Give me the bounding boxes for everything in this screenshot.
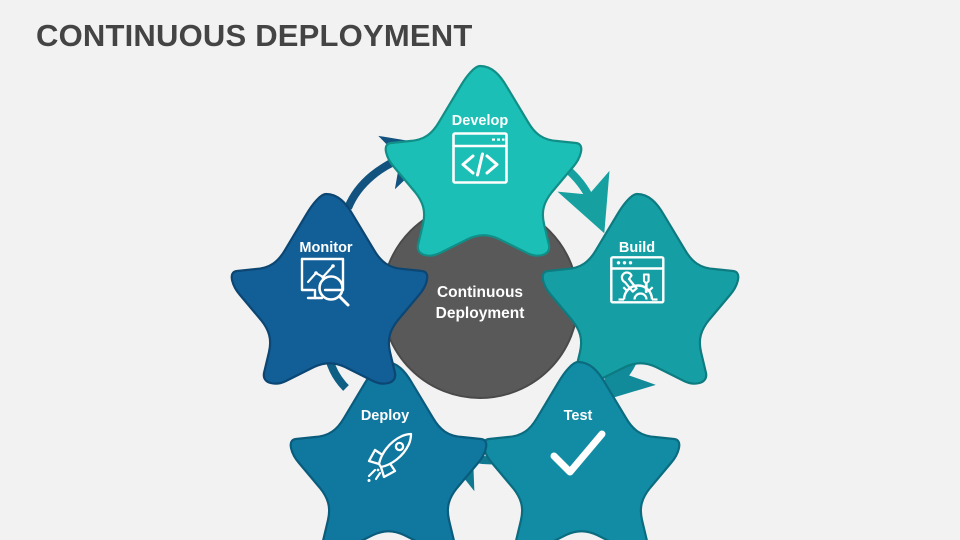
stage-deploy[interactable]: Deploy bbox=[289, 360, 488, 540]
code-window-icon bbox=[452, 132, 508, 184]
center-label-line2: Deployment bbox=[436, 305, 525, 322]
page-title: CONTINUOUS DEPLOYMENT bbox=[36, 18, 473, 53]
develop-label: Develop bbox=[452, 113, 509, 129]
build-label: Build bbox=[619, 240, 655, 256]
center-label-line1: Continuous bbox=[437, 284, 523, 301]
test-label: Test bbox=[564, 408, 593, 424]
monitor-label: Monitor bbox=[299, 240, 353, 256]
build-star-shape bbox=[541, 192, 740, 385]
checkmark-icon bbox=[550, 430, 606, 476]
stage-monitor[interactable]: Monitor bbox=[230, 192, 429, 385]
stage-build[interactable]: Build bbox=[541, 192, 740, 385]
build-tools-window-icon bbox=[610, 256, 665, 304]
deploy-label: Deploy bbox=[361, 408, 409, 424]
stage-test[interactable]: Test bbox=[482, 360, 681, 540]
stage-develop[interactable]: Develop bbox=[384, 64, 583, 257]
chart-magnifier-icon bbox=[300, 257, 350, 307]
rocket-icon bbox=[367, 432, 413, 482]
